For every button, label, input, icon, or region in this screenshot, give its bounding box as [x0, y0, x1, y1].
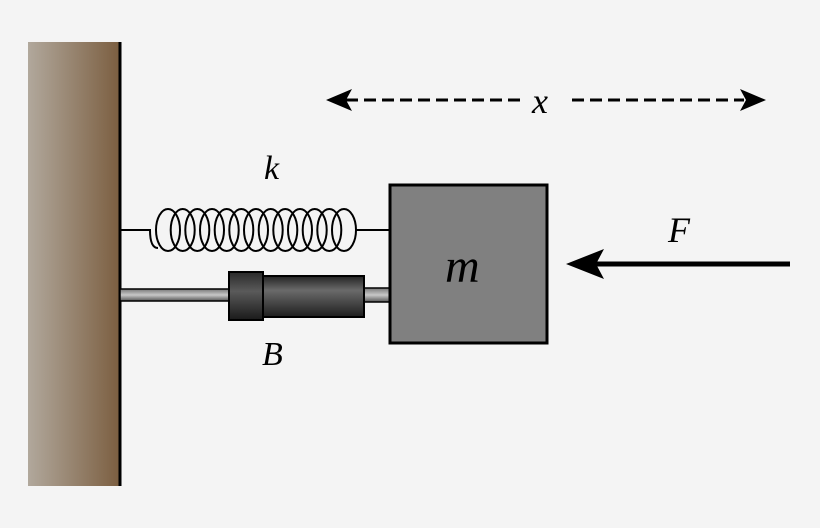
displacement-label: x: [532, 81, 548, 121]
spring-coil: [199, 208, 225, 252]
spring-coil: [228, 208, 255, 252]
displacement-arrow: [326, 89, 766, 111]
spring-constant-label: k: [264, 150, 280, 187]
wall: [28, 42, 122, 486]
spring-coil: [316, 208, 343, 252]
mass-label: m: [445, 240, 480, 293]
spring-coils: [155, 208, 357, 252]
force-arrow: [566, 249, 790, 279]
spring-coil: [272, 208, 299, 252]
mass-block: [388, 183, 549, 345]
spring-coil: [331, 208, 357, 252]
damping-coefficient-label: B: [262, 336, 283, 373]
spring-coil: [184, 208, 211, 252]
spring-coil: [243, 208, 269, 252]
spring-coil: [169, 208, 196, 252]
spring-coil: [213, 208, 240, 252]
damper: [119, 271, 391, 321]
spring-coil: [257, 208, 284, 252]
spring-coil: [301, 208, 328, 252]
spring: [120, 208, 390, 252]
force-label: F: [668, 210, 690, 250]
spring-coil: [155, 208, 181, 252]
spring-coil: [287, 208, 313, 252]
